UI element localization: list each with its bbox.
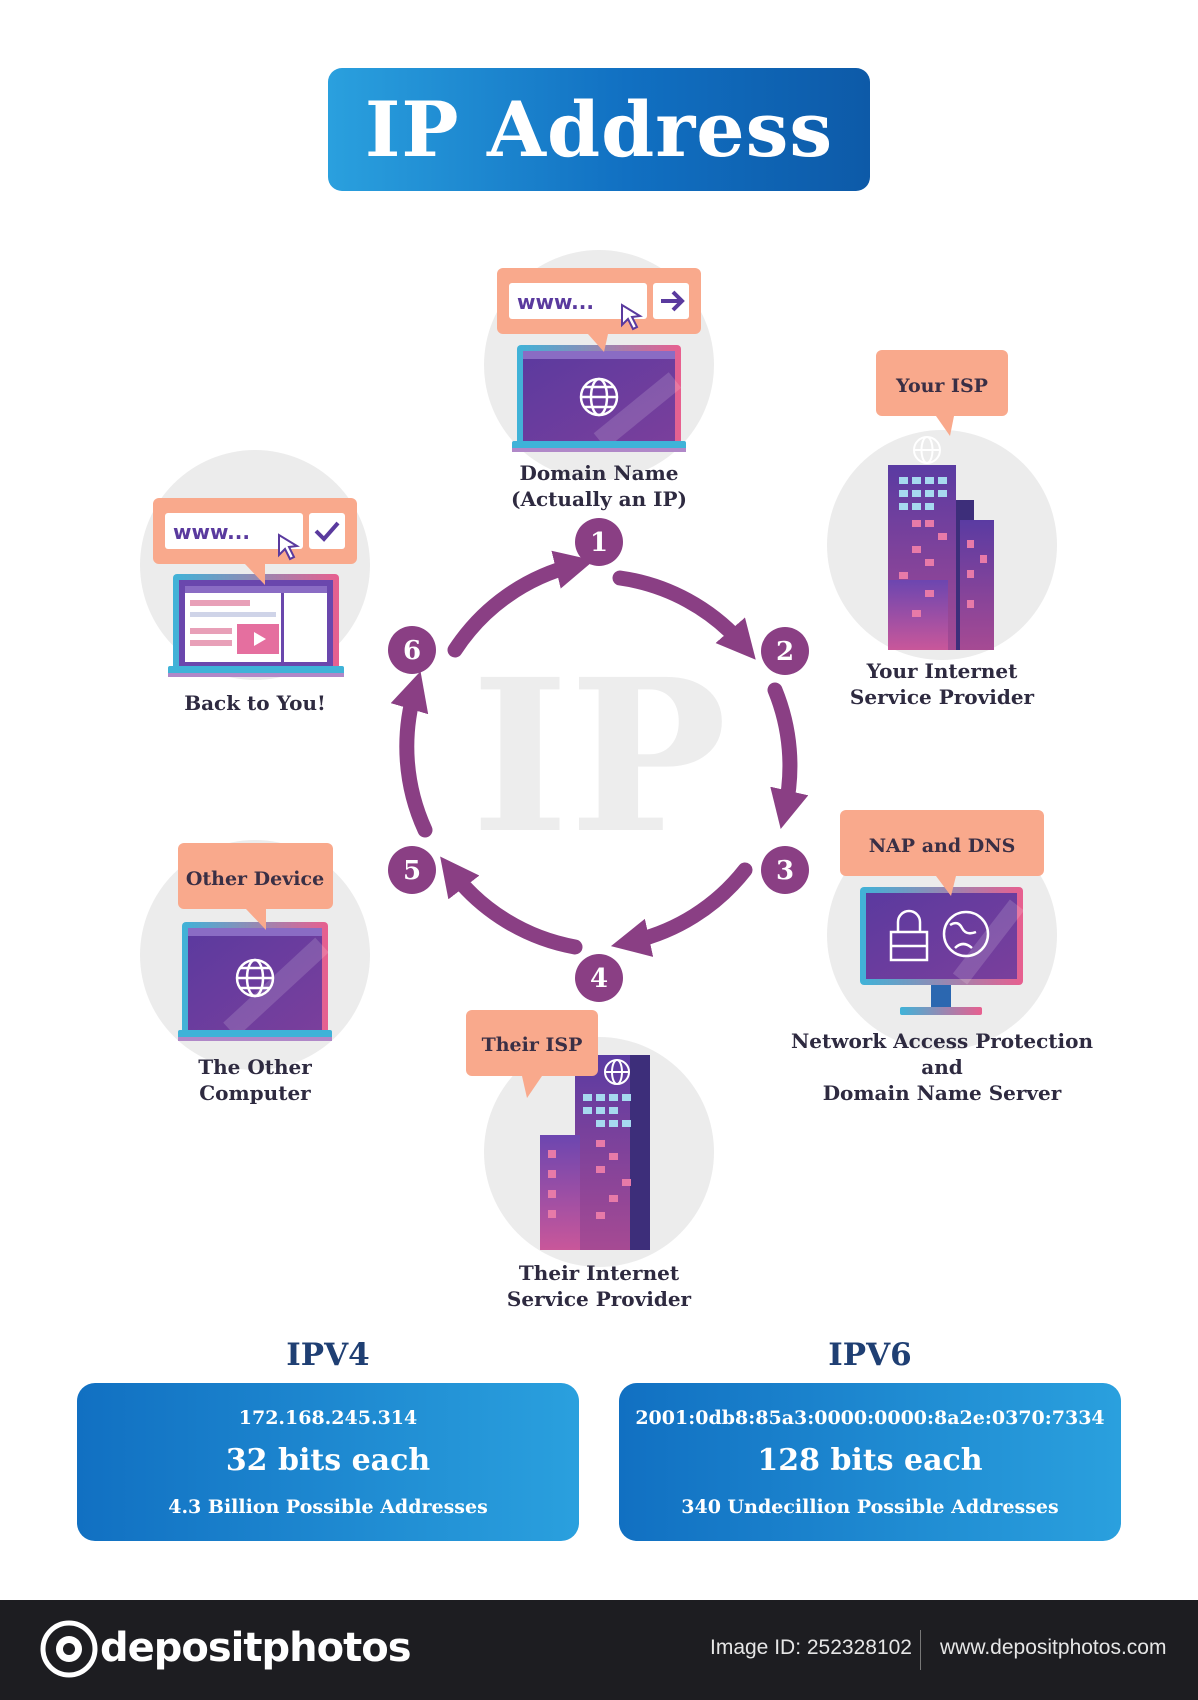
play-icon — [254, 632, 266, 646]
url-bar-text: www... — [517, 290, 594, 314]
ipv6-possible: 340 Undecillion Possible Addresses — [681, 1496, 1059, 1518]
arrow-1-2 — [612, 570, 756, 660]
svg-text:3: 3 — [776, 856, 794, 886]
ipv4-possible: 4.3 Billion Possible Addresses — [168, 1496, 488, 1518]
ipv4-address: 172.168.245.314 — [238, 1407, 418, 1429]
step-6-illustration: www... — [140, 450, 370, 680]
ipv6-bits: 128 bits each — [757, 1443, 983, 1478]
footer-bar — [0, 1600, 1198, 1700]
arrow-2-3 — [767, 682, 809, 830]
step-3-illustration: NAP and DNS — [827, 810, 1057, 1050]
arrow-5-6 — [390, 671, 433, 838]
step-5-badge: 5 — [388, 846, 436, 894]
step-3-badge: 3 — [761, 846, 809, 894]
footer-logo-text[interactable]: depositphotos — [100, 1625, 412, 1671]
url-bar-text-return: www... — [173, 520, 250, 544]
page-title: IP Address — [364, 85, 834, 174]
svg-text:6: 6 — [403, 636, 421, 666]
nap-dns-bubble: NAP and DNS — [869, 835, 1016, 857]
arrow-right-icon — [661, 290, 685, 312]
step-6-badge: 6 — [388, 626, 436, 674]
step-4-illustration: Their ISP — [466, 1010, 714, 1267]
ipv6-title: IPV6 — [828, 1337, 912, 1373]
globe-icon — [913, 436, 941, 464]
footer-url-link[interactable]: www.depositphotos.com — [940, 1636, 1167, 1659]
ip-cycle-diagram: IP 1 2 3 4 5 6 www... — [140, 250, 1057, 1267]
svg-text:4: 4 — [590, 964, 608, 994]
your-isp-bubble: Your ISP — [895, 375, 988, 397]
arrow-6-1 — [447, 550, 594, 658]
step-5-label: The Other Computer — [198, 1055, 312, 1105]
step-5-illustration: Other Device — [140, 840, 370, 1070]
check-icon — [314, 521, 340, 542]
their-isp-bubble: Their ISP — [482, 1034, 583, 1056]
cycle-arrows — [390, 550, 809, 957]
lock-icon — [889, 909, 929, 962]
other-device-bubble: Other Device — [186, 868, 324, 890]
arrow-3-4 — [610, 862, 753, 957]
ipv4-bits: 32 bits each — [225, 1443, 431, 1478]
step-1-illustration: www... — [484, 250, 714, 480]
step-2-illustration: Your ISP — [827, 350, 1057, 660]
globe-icon — [604, 1059, 630, 1085]
svg-text:1: 1 — [590, 528, 608, 558]
ipv4-title: IPV4 — [286, 1337, 370, 1373]
footer-divider — [920, 1630, 921, 1670]
step-1-badge: 1 — [575, 518, 623, 566]
step-6-label: Back to You! — [184, 691, 326, 715]
step-1-label: Domain Name (Actually an IP) — [511, 461, 687, 511]
globe-icon — [235, 958, 275, 998]
footer-image-id: Image ID: 252328102 — [710, 1636, 912, 1659]
ipv4-box: 172.168.245.314 32 bits each 4.3 Billion… — [77, 1383, 579, 1541]
globe-icon — [579, 377, 619, 417]
step-2-label: Your Internet Service Provider — [849, 659, 1035, 709]
cursor-icon — [621, 303, 643, 331]
svg-text:5: 5 — [403, 856, 421, 886]
cursor-icon — [278, 533, 300, 561]
step-4-label: Their Internet Service Provider — [506, 1261, 692, 1311]
step-3-label: Network Access Protection and Domain Nam… — [790, 1029, 1093, 1105]
globe-icon — [942, 910, 990, 958]
step-4-badge: 4 — [575, 954, 623, 1002]
step-2-badge: 2 — [761, 627, 809, 675]
title-banner: IP Address — [328, 68, 870, 191]
ipv6-box: 2001:0db8:85a3:0000:0000:8a2e:0370:7334 … — [619, 1383, 1121, 1541]
svg-text:2: 2 — [776, 637, 794, 667]
ipv6-address: 2001:0db8:85a3:0000:0000:8a2e:0370:7334 — [635, 1407, 1105, 1429]
arrow-4-5 — [440, 856, 583, 955]
center-watermark: IP — [471, 633, 727, 880]
depositphotos-logo-icon — [40, 1620, 98, 1678]
